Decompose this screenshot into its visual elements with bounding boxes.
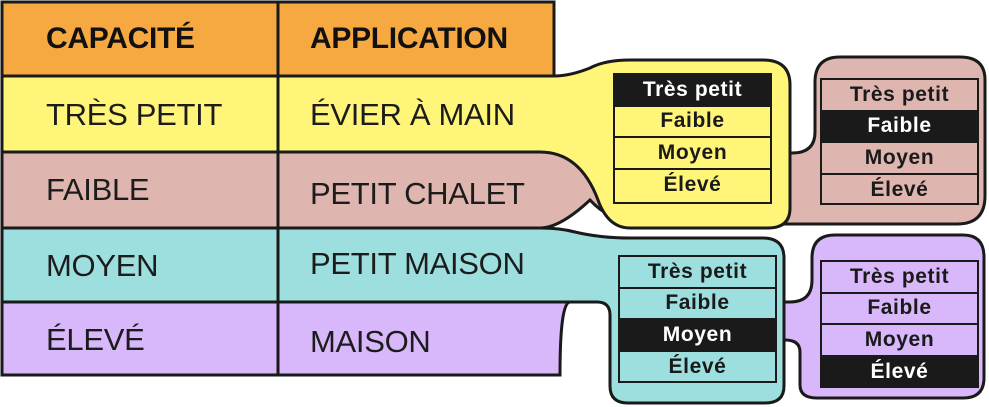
- row-capacity-faible: FAIBLE: [46, 172, 150, 207]
- header-application: APPLICATION: [310, 22, 508, 55]
- option-faible[interactable]: Faible: [822, 294, 977, 325]
- option-moyen[interactable]: Moyen: [620, 320, 775, 352]
- option-moyen[interactable]: Moyen: [822, 325, 977, 357]
- selector-tres-petit: Très petit Faible Moyen Élevé: [613, 73, 772, 204]
- option-faible[interactable]: Faible: [822, 111, 977, 143]
- option-faible[interactable]: Faible: [615, 107, 770, 138]
- option-tres-petit[interactable]: Très petit: [822, 80, 977, 112]
- row-capacity-tres-petit: TRÈS PETIT: [46, 97, 223, 132]
- selector-eleve: Très petit Faible Moyen Élevé: [820, 260, 979, 388]
- selector-moyen: Très petit Faible Moyen Élevé: [618, 255, 777, 383]
- option-eleve[interactable]: Élevé: [663, 173, 722, 197]
- row-capacity-moyen: MOYEN: [46, 248, 159, 283]
- row-capacity-eleve: ÉLEVÉ: [46, 322, 145, 357]
- row-application-faible: PETIT CHALET: [310, 176, 525, 211]
- option-eleve[interactable]: Élevé: [822, 356, 977, 388]
- header-capacity: CAPACITÉ: [46, 22, 195, 55]
- option-faible[interactable]: Faible: [620, 289, 775, 320]
- header-bg-application: [276, 0, 556, 78]
- option-eleve[interactable]: Élevé: [870, 178, 929, 202]
- row-application-tres-petit: ÉVIER À MAIN: [310, 97, 515, 132]
- callout-tres-petit: [0, 58, 792, 230]
- row-application-moyen: PETIT MAISON: [310, 246, 525, 281]
- option-eleve[interactable]: Élevé: [668, 355, 727, 379]
- callout-moyen: [0, 226, 786, 405]
- option-tres-petit[interactable]: Très petit: [615, 75, 770, 107]
- row-application-eleve: MAISON: [310, 324, 431, 359]
- option-moyen[interactable]: Moyen: [822, 143, 977, 175]
- option-tres-petit[interactable]: Très petit: [620, 257, 775, 289]
- option-moyen[interactable]: Moyen: [615, 138, 770, 170]
- selector-faible: Très petit Faible Moyen Élevé: [820, 78, 979, 205]
- option-tres-petit[interactable]: Très petit: [822, 262, 977, 294]
